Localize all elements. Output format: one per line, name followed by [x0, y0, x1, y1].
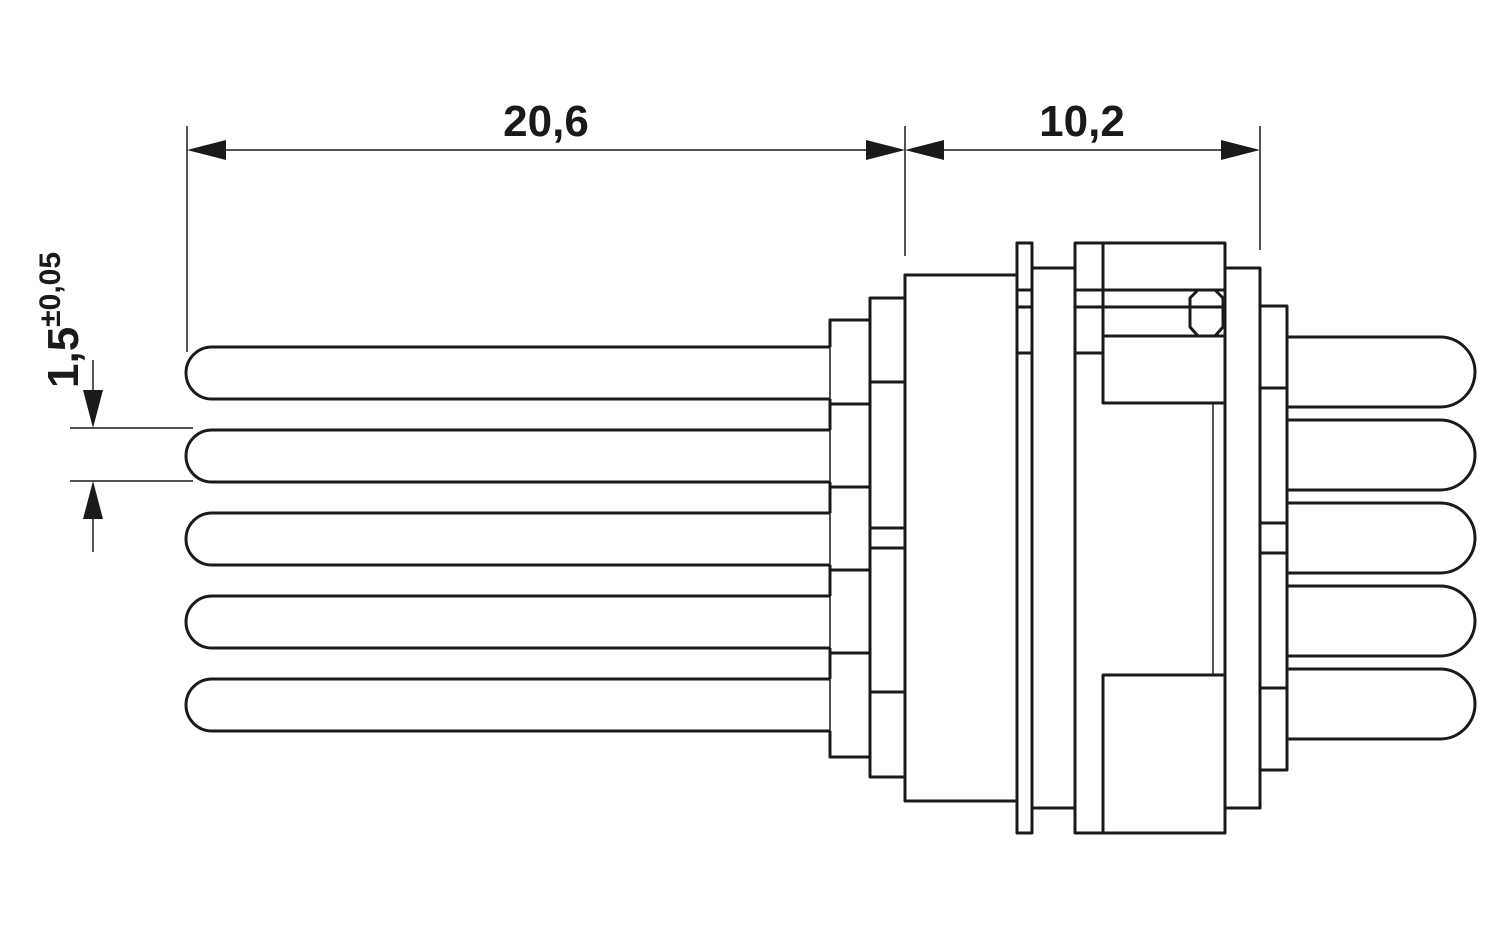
nut-notch: [1103, 288, 1225, 338]
left-pins: [184, 345, 832, 733]
right-pin-1: [1287, 335, 1477, 409]
main-body: [903, 273, 1019, 803]
right-pin-2: [1287, 418, 1477, 492]
dimension-length-pins: 20,6: [186, 97, 906, 352]
right-pin-4: [1287, 584, 1477, 658]
rear-insert: [1260, 304, 1289, 772]
body-step-outline: [828, 296, 905, 347]
dimension-label-10-2: 10,2: [1039, 97, 1125, 146]
pitch-arrow-top: [83, 390, 103, 428]
right-pins: [1287, 335, 1477, 741]
dimension-pitch: 1,5±0,05: [34, 252, 193, 552]
arrow-head-left: [187, 140, 226, 160]
coupling-nut: [1073, 241, 1227, 835]
pitch-label: 1,5±0,05: [34, 252, 88, 388]
insert-block-top: [868, 380, 907, 530]
left-pin-5: [184, 677, 830, 733]
body-step-outline-bottom: [828, 731, 905, 779]
pitch-arrow-bottom: [83, 481, 103, 519]
nut-lower-block: [1101, 673, 1225, 833]
right-pin-3: [1287, 501, 1477, 575]
left-pin-3: [184, 511, 830, 567]
arrow-head-right: [866, 140, 905, 160]
dimension-length-body: 10,2: [905, 97, 1261, 250]
left-pin-2: [184, 428, 830, 484]
dimension-label-20-6: 20,6: [503, 97, 589, 146]
arrow-head-left-2: [905, 140, 944, 160]
left-pin-1: [184, 345, 830, 401]
insert-block-bottom: [868, 546, 907, 694]
right-pin-5: [1287, 667, 1477, 741]
flange: [1015, 241, 1034, 835]
connector-body: [828, 241, 1289, 835]
rear-housing: [1225, 266, 1262, 810]
groove: [1032, 266, 1075, 810]
left-pin-4: [184, 594, 830, 650]
arrow-head-right-2: [1221, 140, 1260, 160]
nut-key-slot: [1075, 243, 1225, 405]
